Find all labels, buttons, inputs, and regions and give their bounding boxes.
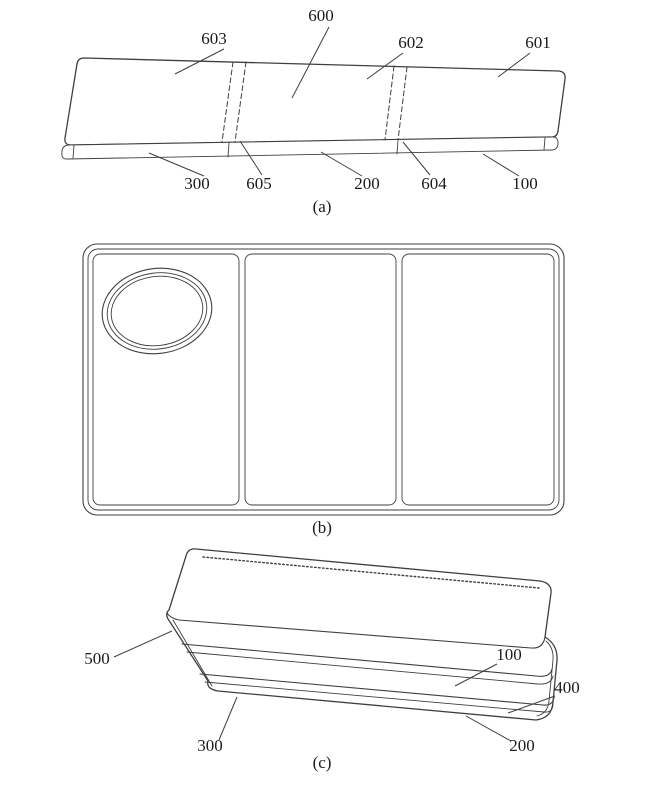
device-inner-frame	[87, 248, 560, 511]
camera-ring-outer	[101, 267, 213, 355]
ref-label-602: 602	[398, 33, 424, 52]
band-seam-fold2	[396, 139, 399, 155]
leader-604	[402, 141, 431, 176]
ref-label-500: 500	[84, 649, 110, 668]
leader-300-c	[218, 696, 238, 741]
figure-a-caption: (a)	[313, 197, 332, 216]
layer-line-1	[181, 643, 553, 677]
fold-line-2a	[384, 65, 395, 141]
camera-ring-middle	[106, 272, 208, 350]
ref-label-400: 400	[554, 678, 580, 697]
ref-label-605: 605	[246, 174, 272, 193]
fold-line-2b	[397, 66, 408, 141]
figure-b: (b)	[82, 243, 565, 537]
leader-100	[482, 153, 520, 177]
ref-label-600: 600	[308, 6, 334, 25]
panel-right	[401, 253, 555, 506]
leader-500	[113, 630, 173, 658]
leader-100-c	[454, 663, 498, 687]
device-top-face	[64, 57, 566, 146]
screen-edge-dotted-line	[202, 556, 540, 589]
leader-300	[148, 152, 205, 177]
ref-label-200-c: 200	[509, 736, 535, 755]
leader-600	[291, 26, 330, 99]
panel-left	[92, 253, 240, 506]
leader-200	[320, 151, 363, 177]
leader-601	[497, 52, 531, 78]
camera-ring-group	[101, 267, 213, 355]
figure-a: 600 603 602 601 300 605 200 604 100 (a)	[61, 6, 566, 216]
band-seam-fold1	[227, 142, 230, 158]
leader-200-c	[465, 715, 512, 742]
leader-400	[507, 695, 556, 714]
ref-label-100-c: 100	[496, 645, 522, 664]
ref-label-300: 300	[184, 174, 210, 193]
leader-605	[239, 140, 263, 176]
leader-602	[366, 52, 404, 80]
ref-label-604: 604	[421, 174, 447, 193]
device-outer-frame	[82, 243, 565, 516]
band-seam-left	[72, 144, 75, 159]
camera-ring-inner	[110, 275, 204, 347]
band-seam-right	[543, 137, 546, 151]
fold-line-1b	[234, 61, 247, 143]
figure-b-caption: (b)	[312, 518, 332, 537]
ref-label-100: 100	[512, 174, 538, 193]
leader-603	[174, 48, 225, 75]
figure-c: 500 100 400 300 200 (c)	[84, 548, 580, 772]
device-front-edge-band	[61, 136, 559, 160]
ref-label-601: 601	[525, 33, 551, 52]
panel-middle	[244, 253, 397, 506]
fold-line-1a	[221, 61, 234, 143]
ref-label-300-c: 300	[197, 736, 223, 755]
layer-line-2	[186, 651, 554, 685]
ref-label-200: 200	[354, 174, 380, 193]
figure-c-caption: (c)	[313, 753, 332, 772]
hinge-inner-curve	[536, 640, 554, 717]
ref-label-603: 603	[201, 29, 227, 48]
layer-line-3	[199, 673, 555, 706]
top-face-front-edge	[166, 612, 546, 649]
